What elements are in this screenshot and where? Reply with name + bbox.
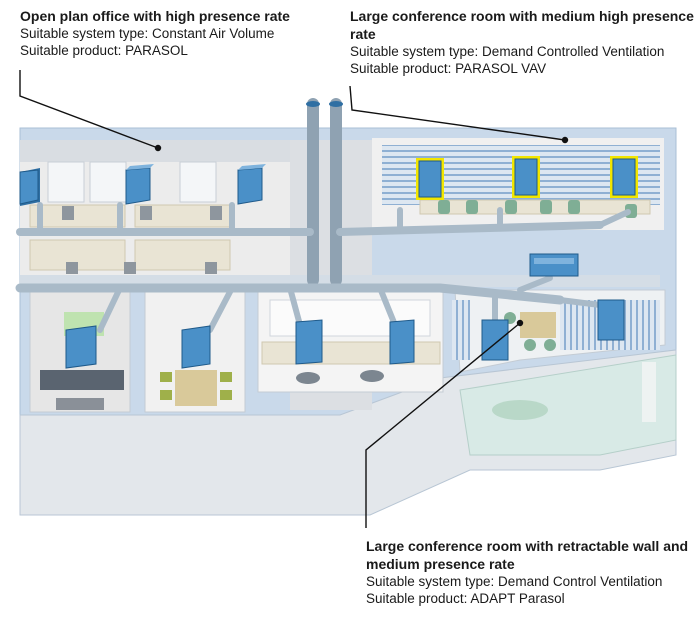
callout-title: Open plan office with high presence rate: [20, 8, 290, 24]
open-plan-back-wall: [20, 140, 290, 162]
conference-table: [419, 199, 651, 215]
duct-branch: [207, 285, 235, 333]
duct-branch: [377, 285, 398, 328]
parasol-unit: [295, 319, 323, 365]
callout-system-type: Suitable system type: Demand Control Ven…: [366, 574, 663, 589]
conference-chair: [524, 339, 536, 351]
desk: [29, 204, 126, 228]
duct-branch: [287, 285, 303, 328]
callout-title: Large conference room with medium high p…: [350, 8, 694, 42]
coffee-table: [56, 398, 104, 410]
leader-open-plan: [19, 70, 159, 149]
office-chair: [205, 262, 217, 274]
parasol-vav-unit: [512, 156, 540, 198]
callout-system-type: Suitable system type: Demand Controlled …: [350, 44, 665, 59]
conference-chair: [505, 200, 517, 214]
duct-branch: [597, 209, 631, 228]
riser-inlet: [329, 101, 343, 107]
callout-open-plan: Open plan office with high presence rate…: [20, 7, 340, 59]
adapt-parasol-unit: [529, 253, 579, 277]
meeting-chair: [160, 390, 172, 400]
office-chair: [140, 206, 152, 220]
retractable-wall-blinds: [452, 300, 470, 360]
parasol-unit: [237, 164, 266, 205]
adapt-parasol-unit: [597, 299, 625, 341]
office-chair: [124, 262, 136, 274]
duct-branch: [517, 275, 553, 293]
office-chair: [66, 262, 78, 274]
callout-retractable: Large conference room with retractable w…: [366, 537, 696, 607]
leader-conference: [349, 85, 566, 141]
callout-product: Suitable product: ADAPT Parasol: [366, 591, 565, 606]
parasol-unit: [65, 325, 97, 369]
open-plan-office: [20, 140, 290, 274]
parasol-unit: [181, 325, 211, 369]
conference-chair: [466, 200, 478, 214]
callout-product: Suitable product: PARASOL: [20, 43, 188, 58]
glass-lobby: [459, 354, 677, 456]
sofa: [40, 370, 124, 390]
window: [89, 161, 127, 203]
leader-retractable: [365, 322, 521, 528]
window: [47, 161, 85, 203]
meeting-chair: [220, 390, 232, 400]
office-chair: [62, 206, 74, 220]
callout-system-type: Suitable system type: Constant Air Volum…: [20, 26, 275, 41]
parasol-unit: [125, 164, 154, 205]
adapt-parasol-unit: [481, 319, 509, 361]
meeting-chair: [220, 372, 232, 382]
leader-lines: [19, 70, 569, 528]
lobby-table: [492, 400, 548, 420]
ventilation-units: [19, 156, 638, 369]
conference-chair: [568, 200, 580, 214]
office-chair: [210, 206, 222, 220]
duct-main-lower: [15, 283, 565, 305]
riser-inlet: [306, 101, 320, 107]
conference-chair: [438, 200, 450, 214]
parasol-unit: [389, 319, 415, 365]
callout-conference: Large conference room with medium high p…: [350, 7, 695, 77]
callout-title: Large conference room with retractable w…: [366, 538, 689, 572]
round-table-area: [520, 312, 556, 338]
conference-chair: [544, 339, 556, 351]
meeting-table: [175, 370, 217, 406]
window: [179, 161, 217, 203]
lobby-pillar: [642, 362, 656, 422]
duct-main-conference: [336, 221, 604, 236]
ductwork: [15, 98, 631, 333]
meeting-chair: [160, 372, 172, 382]
callout-product: Suitable product: PARASOL VAV: [350, 61, 547, 76]
duct-branch: [557, 297, 603, 308]
office-chair: [296, 372, 320, 384]
conference-chair: [540, 200, 552, 214]
parasol-unit: [19, 168, 40, 206]
office-chair: [360, 370, 384, 382]
duct-branch: [97, 285, 123, 333]
parasol-vav-unit: [610, 156, 638, 198]
parasol-vav-unit: [416, 158, 444, 200]
